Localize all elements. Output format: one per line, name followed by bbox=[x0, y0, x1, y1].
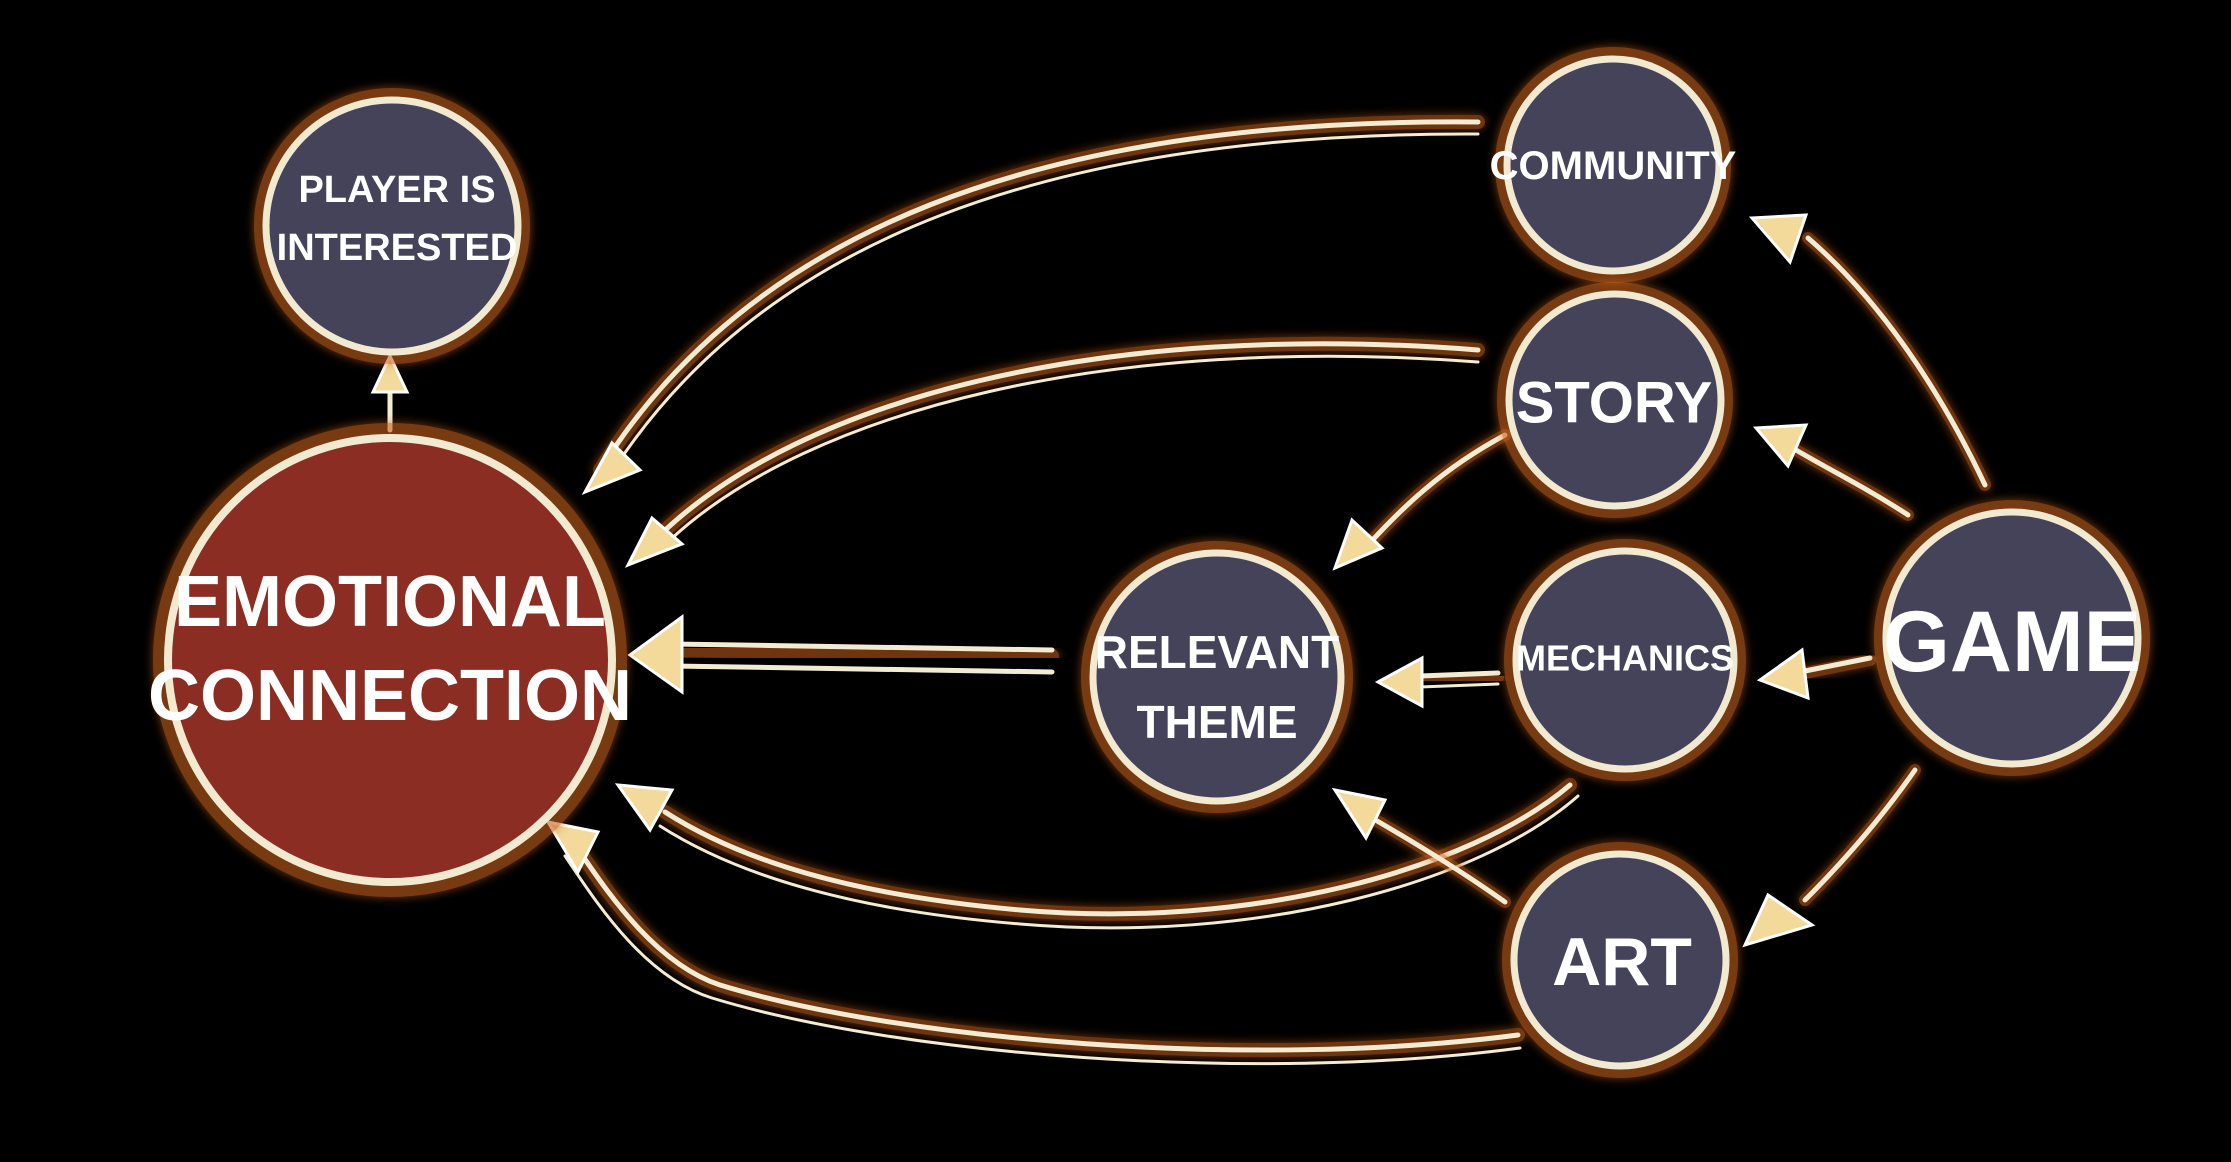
arrow-emotional-connection-to-player-interested bbox=[370, 352, 410, 436]
arrow-relevant-theme-to-emotional-connection bbox=[627, 614, 1059, 695]
node-game: GAME bbox=[1874, 500, 2150, 776]
node-mechanics: MECHANICS bbox=[1504, 539, 1746, 781]
node-emotional-connection-label-line2: CONNECTION bbox=[148, 656, 632, 736]
node-player-interested: PLAYER IS INTERESTED bbox=[254, 88, 530, 364]
node-community-label: COMMUNITY bbox=[1490, 144, 1737, 188]
arrow-art-to-emotional-connection bbox=[544, 819, 1525, 1066]
arrow-story-to-relevant-theme bbox=[1332, 429, 1511, 571]
arrow-mechanics-to-relevant-theme bbox=[1374, 655, 1504, 709]
node-story-label: STORY bbox=[1516, 371, 1713, 436]
arrow-game-to-story bbox=[1752, 423, 1914, 521]
arrowhead bbox=[614, 783, 675, 833]
arrowhead bbox=[544, 819, 601, 876]
arrow-game-to-community bbox=[1748, 213, 1991, 491]
arrowhead bbox=[1748, 213, 1809, 265]
arrow-story-to-emotional-connection bbox=[624, 336, 1485, 568]
arrow-game-to-mechanics bbox=[1756, 647, 1876, 701]
node-emotional-connection: EMOTIONAL CONNECTION bbox=[148, 423, 632, 897]
edges bbox=[370, 114, 1991, 1066]
arrowhead bbox=[1742, 892, 1816, 948]
arrowhead bbox=[1331, 787, 1388, 842]
arrowhead bbox=[1752, 423, 1809, 469]
node-community: COMMUNITY bbox=[1490, 47, 1737, 283]
arrowhead bbox=[1756, 647, 1810, 701]
node-mechanics-label: MECHANICS bbox=[1516, 638, 1734, 679]
node-emotional-connection-label-line1: EMOTIONAL bbox=[174, 562, 606, 642]
node-game-label: GAME bbox=[1883, 594, 2141, 690]
node-story: STORY bbox=[1497, 282, 1733, 518]
arrowhead bbox=[581, 440, 643, 495]
nodes: PLAYER IS INTERESTED EMOTIONAL CONNECTIO… bbox=[148, 47, 2150, 1078]
arrow-mechanics-to-emotional-connection bbox=[614, 778, 1580, 930]
arrowhead bbox=[1332, 517, 1385, 571]
node-art-label: ART bbox=[1552, 924, 1692, 1000]
node-player-interested-label-line1: PLAYER IS bbox=[298, 169, 495, 211]
arrow-community-to-emotional-connection bbox=[581, 114, 1485, 495]
node-player-interested-label-line2: INTERESTED bbox=[277, 227, 518, 269]
arrowhead bbox=[627, 614, 684, 695]
node-relevant-theme-label-line2: THEME bbox=[1137, 696, 1298, 748]
arrow-art-to-relevant-theme bbox=[1331, 787, 1511, 908]
node-art: ART bbox=[1502, 842, 1738, 1078]
arrow-game-to-art bbox=[1742, 764, 1921, 948]
node-relevant-theme-label-line1: RELEVANT bbox=[1095, 626, 1340, 678]
node-relevant-theme: RELEVANT THEME bbox=[1081, 541, 1353, 813]
arrowhead bbox=[1374, 655, 1424, 709]
arrowhead bbox=[370, 352, 410, 394]
arrowhead bbox=[624, 515, 685, 568]
